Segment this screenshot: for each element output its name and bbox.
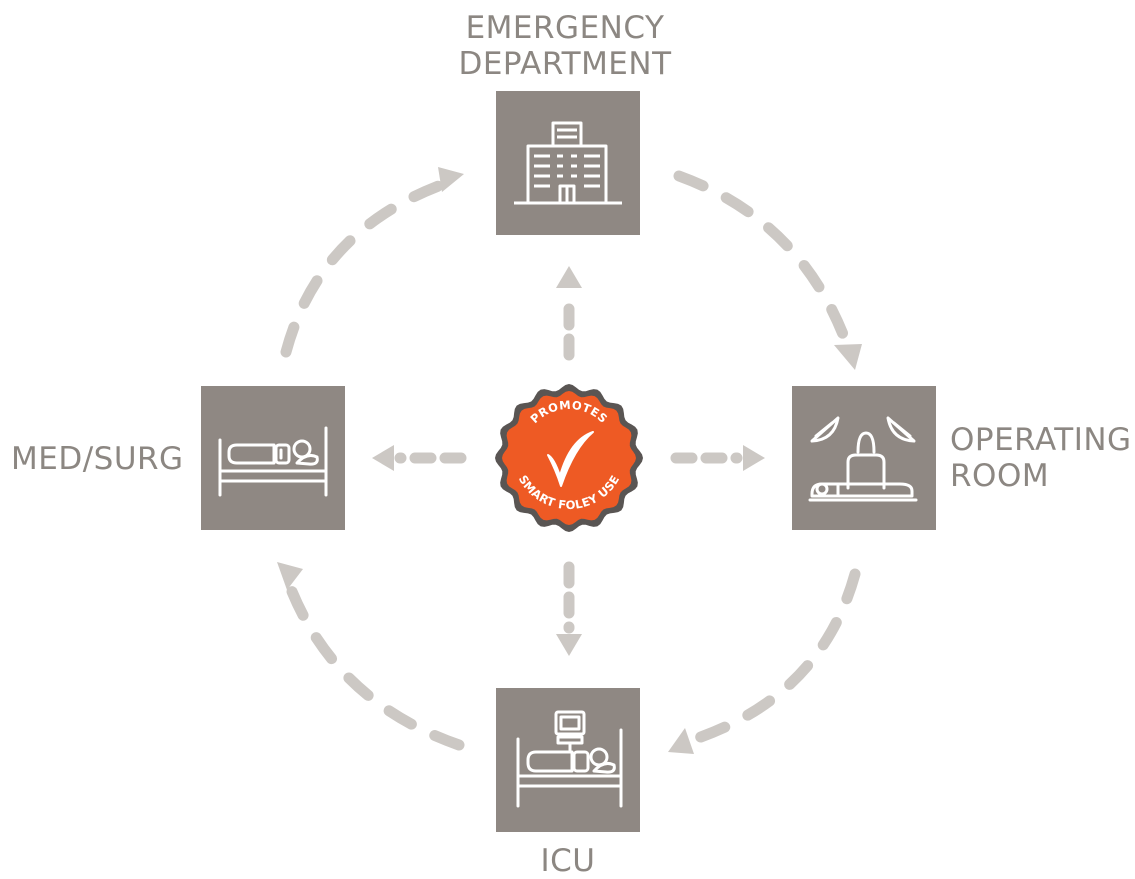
med-surg-label-text: MED/SURG — [11, 441, 184, 477]
arrow-ed-to-or — [673, 170, 852, 348]
cycle-arrowheads — [277, 167, 862, 754]
emergency-department-label: EMERGENCY DEPARTMENT — [360, 10, 770, 82]
arrowhead-into-ed — [438, 167, 464, 192]
arrow-or-to-icu — [680, 568, 861, 748]
med-surg-label: MED/SURG — [11, 441, 184, 477]
arrow-icu-to-ms — [280, 570, 465, 751]
arrowhead-into-ms — [277, 562, 303, 590]
operating-room-box — [792, 386, 936, 530]
emergency-label-line2: DEPARTMENT — [458, 46, 672, 82]
checkmark-icon — [547, 431, 594, 487]
arrowhead-into-or — [834, 344, 862, 370]
surgery-icon — [808, 416, 918, 502]
spoke-head-up — [556, 266, 582, 288]
emergency-department-box — [496, 91, 640, 235]
icu-label-text: ICU — [540, 843, 596, 879]
spoke-arrowheads — [372, 266, 765, 656]
spoke-arrows — [394, 290, 743, 634]
operating-room-label: OPERATING ROOM — [950, 422, 1132, 494]
emergency-label-line1: EMERGENCY — [465, 10, 665, 46]
spoke-head-down — [556, 634, 582, 656]
icu-label: ICU — [468, 843, 668, 879]
arrowhead-into-icu — [668, 728, 694, 754]
spoke-head-left — [372, 445, 394, 471]
arrow-ms-to-ed — [280, 174, 461, 358]
promotes-badge: PROMOTES SMART FOLEY USE — [495, 384, 643, 532]
spoke-head-right — [743, 445, 765, 471]
icu-bed-monitor-icon — [516, 710, 623, 808]
operating-label-line1: OPERATING — [950, 422, 1132, 458]
hospital-building-icon — [514, 121, 622, 205]
operating-label-line2: ROOM — [950, 458, 1050, 494]
cycle-arrows — [280, 170, 861, 751]
hospital-bed-icon — [218, 426, 328, 497]
